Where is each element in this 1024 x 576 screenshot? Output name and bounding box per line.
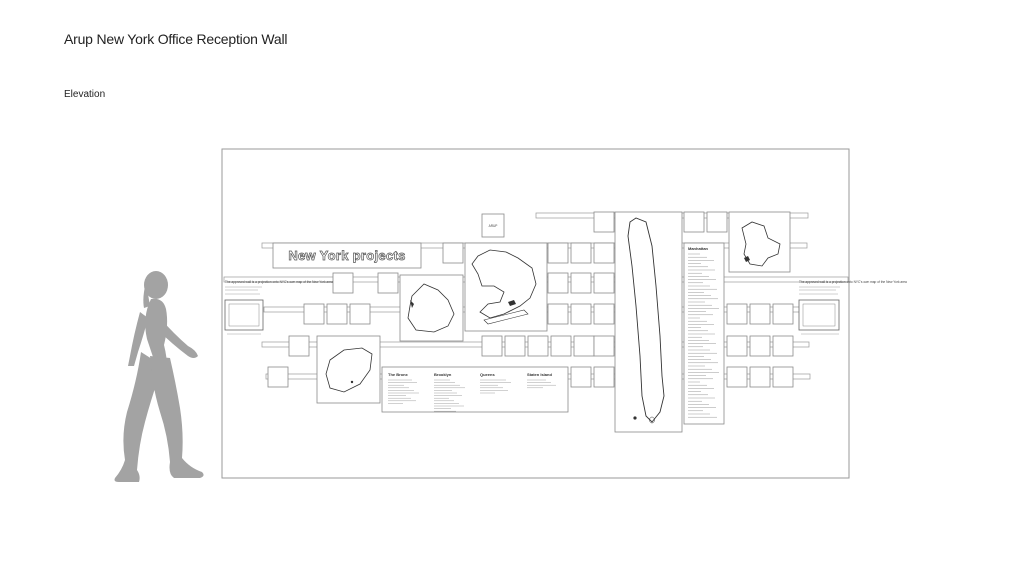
human-scale-figure <box>114 271 204 482</box>
borough-heading-0: The Bronx <box>388 372 409 377</box>
left-info-panel: The approved wall is a projection onto N… <box>224 280 333 335</box>
borough-heading-2: Queens <box>480 372 495 377</box>
svg-text:New York projects: New York projects <box>288 248 405 263</box>
svg-text:The approved wall is a project: The approved wall is a projection onto N… <box>225 280 333 284</box>
nyc-overview-map-panel <box>728 211 791 273</box>
svg-text:ARUP: ARUP <box>489 224 498 228</box>
staten-island-map-panel <box>316 335 381 404</box>
right-info-panel: The approved wall is a projection onto N… <box>798 280 907 335</box>
page-title: Arup New York Office Reception Wall <box>64 31 288 47</box>
arup-sign: ARUP <box>481 213 505 238</box>
brooklyn-map-panel <box>399 274 464 342</box>
manhattan-list-panel: Manhattan <box>683 242 725 425</box>
borough-heading-1: Brooklyn <box>434 372 452 377</box>
svg-text:The approved wall is a project: The approved wall is a projection onto N… <box>799 280 907 284</box>
bronx-map-panel <box>464 242 548 332</box>
borough-heading-3: Staten Island <box>527 372 552 377</box>
project-tiles <box>267 211 794 388</box>
view-label: Elevation <box>64 89 106 100</box>
manhattan-map-panel <box>614 211 683 433</box>
borough-lists-panel: The Bronx Brooklyn Queens Staten Island <box>381 366 569 413</box>
projects-banner: New York projects <box>272 242 422 269</box>
svg-text:Manhattan: Manhattan <box>688 246 709 251</box>
